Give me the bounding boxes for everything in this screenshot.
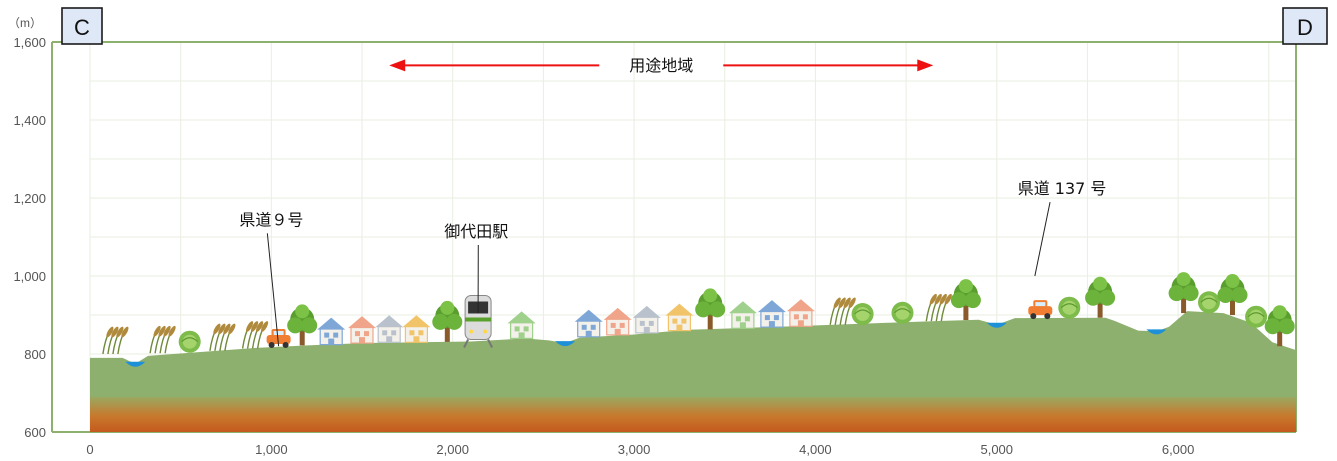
house-icon — [757, 300, 786, 328]
water-channel — [125, 361, 146, 367]
terrain-area — [90, 311, 1296, 432]
rice-plant-icon — [149, 325, 176, 354]
house-icon — [348, 316, 376, 344]
marker-d: D — [1282, 7, 1328, 45]
y-tick-label: 1,000 — [13, 269, 46, 284]
water-channels — [125, 322, 1167, 367]
x-tick-label: 4,000 — [799, 442, 832, 457]
house-icon — [375, 315, 404, 343]
y-tick-label: 800 — [24, 347, 46, 362]
annotation-leader-route137 — [1034, 201, 1051, 277]
tree-icon — [287, 304, 318, 346]
house-icon — [786, 299, 815, 327]
annotations: 県道９号 御代田駅 県道 137 号 — [239, 179, 1107, 347]
zone-indicator: 用途地域 — [389, 56, 934, 75]
annotation-route137: 県道 137 号 — [1018, 179, 1107, 198]
house-icon — [603, 307, 632, 336]
cabbage-icon — [178, 330, 201, 353]
rice-plant-icon — [829, 297, 856, 325]
y-axis-ticks: 600 800 1,000 1,200 1,400 1,600 — [13, 35, 46, 440]
rice-plant-icon — [241, 321, 269, 349]
y-tick-label: 1,200 — [13, 191, 46, 206]
water-channel — [986, 322, 1007, 328]
tree-icon — [1217, 274, 1248, 315]
house-icon — [317, 317, 346, 346]
water-channel — [555, 341, 576, 347]
marker-c-label: C — [74, 15, 90, 40]
tree-icon — [1168, 272, 1199, 314]
tree-icon — [950, 279, 981, 321]
y-tick-label: 600 — [24, 425, 46, 440]
zone-arrowhead-right — [917, 59, 934, 72]
marker-d-label: D — [1297, 15, 1313, 40]
y-tick-label: 1,400 — [13, 113, 46, 128]
x-tick-label: 2,000 — [436, 442, 469, 457]
y-tick-label: 1,600 — [13, 35, 46, 50]
house-icon — [402, 315, 431, 343]
zone-arrowhead-left — [389, 59, 406, 72]
tree-icon — [1264, 305, 1295, 347]
x-axis-ticks: 0 1,000 2,000 3,000 4,000 5,000 6,000 — [86, 442, 1194, 457]
water-channel — [1146, 329, 1167, 335]
house-icon — [665, 303, 694, 332]
tree-icon — [695, 288, 726, 330]
cabbage-icon — [1245, 305, 1268, 328]
annotation-route9: 県道９号 — [239, 210, 303, 229]
marker-c: C — [61, 7, 103, 45]
car-icon — [1028, 300, 1053, 320]
soil-gradient — [90, 396, 1296, 432]
house-icon — [507, 311, 536, 339]
landscape-icons — [102, 272, 1295, 355]
car-icon — [266, 329, 291, 348]
x-tick-label: 0 — [86, 442, 93, 457]
tree-icon — [1085, 276, 1116, 318]
zone-label: 用途地域 — [629, 56, 693, 75]
cabbage-icon — [851, 303, 874, 325]
house-icon — [728, 301, 757, 329]
y-axis-unit: （m） — [8, 16, 42, 30]
rice-plant-icon — [925, 293, 952, 322]
x-tick-label: 3,000 — [618, 442, 651, 457]
house-icon — [574, 309, 603, 338]
x-tick-label: 1,000 — [255, 442, 288, 457]
cabbage-icon — [1198, 291, 1220, 314]
rice-plant-icon — [102, 326, 129, 355]
house-icon — [632, 305, 661, 334]
x-tick-label: 5,000 — [980, 442, 1013, 457]
annotation-station: 御代田駅 — [444, 222, 508, 241]
annotation-leader-route9 — [266, 233, 280, 347]
cabbage-icon — [1058, 296, 1081, 319]
rice-plant-icon — [209, 323, 236, 351]
cabbage-icon — [891, 301, 914, 324]
tree-icon — [432, 300, 463, 342]
x-tick-label: 6,000 — [1162, 442, 1195, 457]
